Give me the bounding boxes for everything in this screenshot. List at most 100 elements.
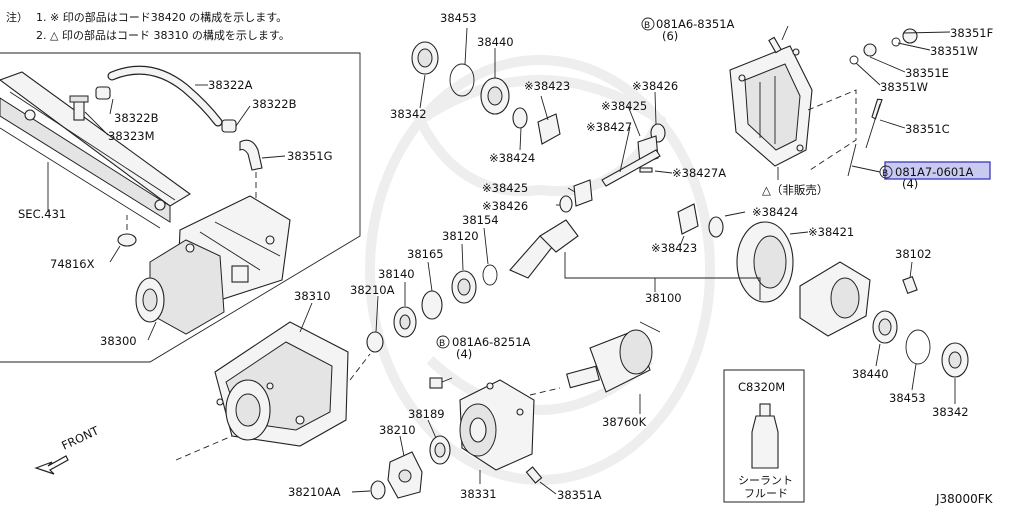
label-38425-b: ※38425 (482, 181, 528, 195)
bolt-mark-8351A (641, 17, 655, 31)
label-74816X: 74816X (50, 257, 95, 271)
front-arrow-icon (34, 455, 69, 475)
label-38322A: 38322A (208, 78, 253, 92)
inset-panel (0, 52, 361, 363)
label-38351F: 38351F (950, 26, 993, 40)
label-38140: 38140 (378, 267, 415, 281)
bolt-38351A (525, 466, 543, 484)
label-38342-top: 38342 (390, 107, 427, 121)
label-38351G: 38351G (287, 149, 333, 163)
label-38440-bot: 38440 (852, 367, 889, 381)
label-38425-a: ※38425 (601, 99, 647, 113)
flange-shaft (566, 365, 600, 389)
label-38331: 38331 (460, 487, 497, 501)
label-38440-top: 38440 (477, 35, 514, 49)
differential-gear-set (512, 91, 673, 213)
label-38453-top: 38453 (440, 11, 477, 25)
label-38427: ※38427 (586, 120, 632, 134)
label-38310: 38310 (294, 289, 331, 303)
label-38120: 38120 (442, 229, 479, 243)
inset-border (0, 52, 361, 363)
drain-plug-38351E (863, 43, 877, 57)
side-retainer-38331 (459, 379, 561, 495)
highlight-box[interactable] (884, 161, 991, 180)
label-38453-bot: 38453 (889, 391, 926, 405)
label-38351C: 38351C (905, 122, 950, 136)
label-081A6-8351A-qty: (6) (662, 29, 678, 43)
bolt-081A7-0601A (847, 143, 857, 177)
rear-cover-group (729, 25, 951, 180)
label-38165: 38165 (407, 247, 444, 261)
spacer-38165 (421, 290, 443, 320)
sealant-box: C8320M シーラント フルード (723, 369, 805, 503)
sealant-tube-icon (751, 415, 779, 469)
washer-38351W (891, 37, 901, 47)
label-38102: 38102 (895, 247, 932, 261)
label-38189: 38189 (408, 407, 445, 421)
label-081A6-8251A-qty: (4) (456, 347, 472, 361)
side-gear-38423-b (677, 203, 699, 235)
label-38210AA: 38210AA (288, 485, 341, 499)
label-38300: 38300 (100, 334, 137, 348)
label-38322B-b: 38322B (252, 97, 297, 111)
pinion-bearing-stack (366, 227, 498, 353)
label-38426-a: ※38426 (632, 79, 678, 93)
front-label: FRONT (59, 423, 101, 453)
drive-pinion-head (539, 219, 579, 253)
bolt-081A6-8251A (429, 377, 443, 389)
label-38424-b: ※38424 (752, 205, 798, 219)
bolt-38102 (902, 276, 918, 294)
stud-38351C (871, 98, 883, 120)
label-081A7-0601A-qty: (4) (902, 177, 918, 191)
side-flange-stack (351, 419, 451, 500)
label-38323M: 38323M (108, 129, 155, 143)
bolt-mark-0601A-text: B (882, 169, 888, 179)
label-38423-b: ※38423 (651, 241, 697, 255)
note-line-1: 1. ※ 印の部品はコード38420 の構成を示します。 (36, 10, 287, 24)
thrust-washer-38426-b (559, 195, 573, 213)
label-38210A: 38210A (350, 283, 395, 297)
diagram-code: J38000FK (935, 492, 994, 506)
note-line-2: 2. △ 印の部品はコード 38310 の構成を示します。 (36, 28, 290, 42)
label-38421: ※38421 (808, 225, 854, 239)
sealant-code: C8320M (738, 380, 785, 394)
label-38351A: 38351A (557, 488, 602, 502)
hose-clip-2 (221, 119, 237, 133)
nut-38210AA (370, 480, 386, 500)
thrust-washer-38424 (512, 107, 528, 129)
label-38322B-a: 38322B (114, 111, 159, 125)
front-arrow: FRONT (34, 423, 102, 475)
cover-bolt (768, 36, 782, 54)
washer-38351W-b (849, 55, 859, 65)
companion-flange-38760K (566, 321, 661, 414)
label-38351W-a: 38351W (930, 44, 978, 58)
drive-gear-set-38100 (509, 203, 809, 303)
label-081A6-8351A: 081A6-8351A (656, 17, 735, 31)
washer-38154 (482, 264, 498, 286)
shim-38453-b (905, 329, 931, 365)
label-sec431: SEC.431 (18, 207, 66, 221)
sealant-tube-cap (759, 403, 771, 417)
grommet (117, 233, 137, 247)
pinion-shaft-38427 (601, 149, 661, 187)
hose-clip (95, 86, 111, 100)
shim-38453 (449, 63, 475, 97)
sealant-name-2: フルード (744, 487, 788, 500)
label-38423-a: ※38423 (524, 79, 570, 93)
thrust-washer-38424-b (708, 216, 724, 238)
bolt-mark-8351A-text: B (644, 21, 650, 31)
bolt-mark-8251A (436, 335, 450, 349)
gear-carrier-38310 (175, 302, 371, 461)
label-081A7-0601A[interactable]: 081A7-0601A (895, 165, 974, 179)
label-38154: 38154 (462, 213, 499, 227)
label-38210: 38210 (379, 423, 416, 437)
crossmember (0, 71, 191, 207)
label-081A6-8251A: 081A6-8251A (452, 335, 531, 349)
label-38426-b: ※38426 (482, 199, 528, 213)
label-38424-a: ※38424 (489, 151, 535, 165)
highlight-081A7-0601A[interactable]: B 081A7-0601A (879, 161, 991, 180)
pinion-seal-group (411, 27, 510, 115)
sealant-name-1: シーラント (738, 474, 793, 487)
